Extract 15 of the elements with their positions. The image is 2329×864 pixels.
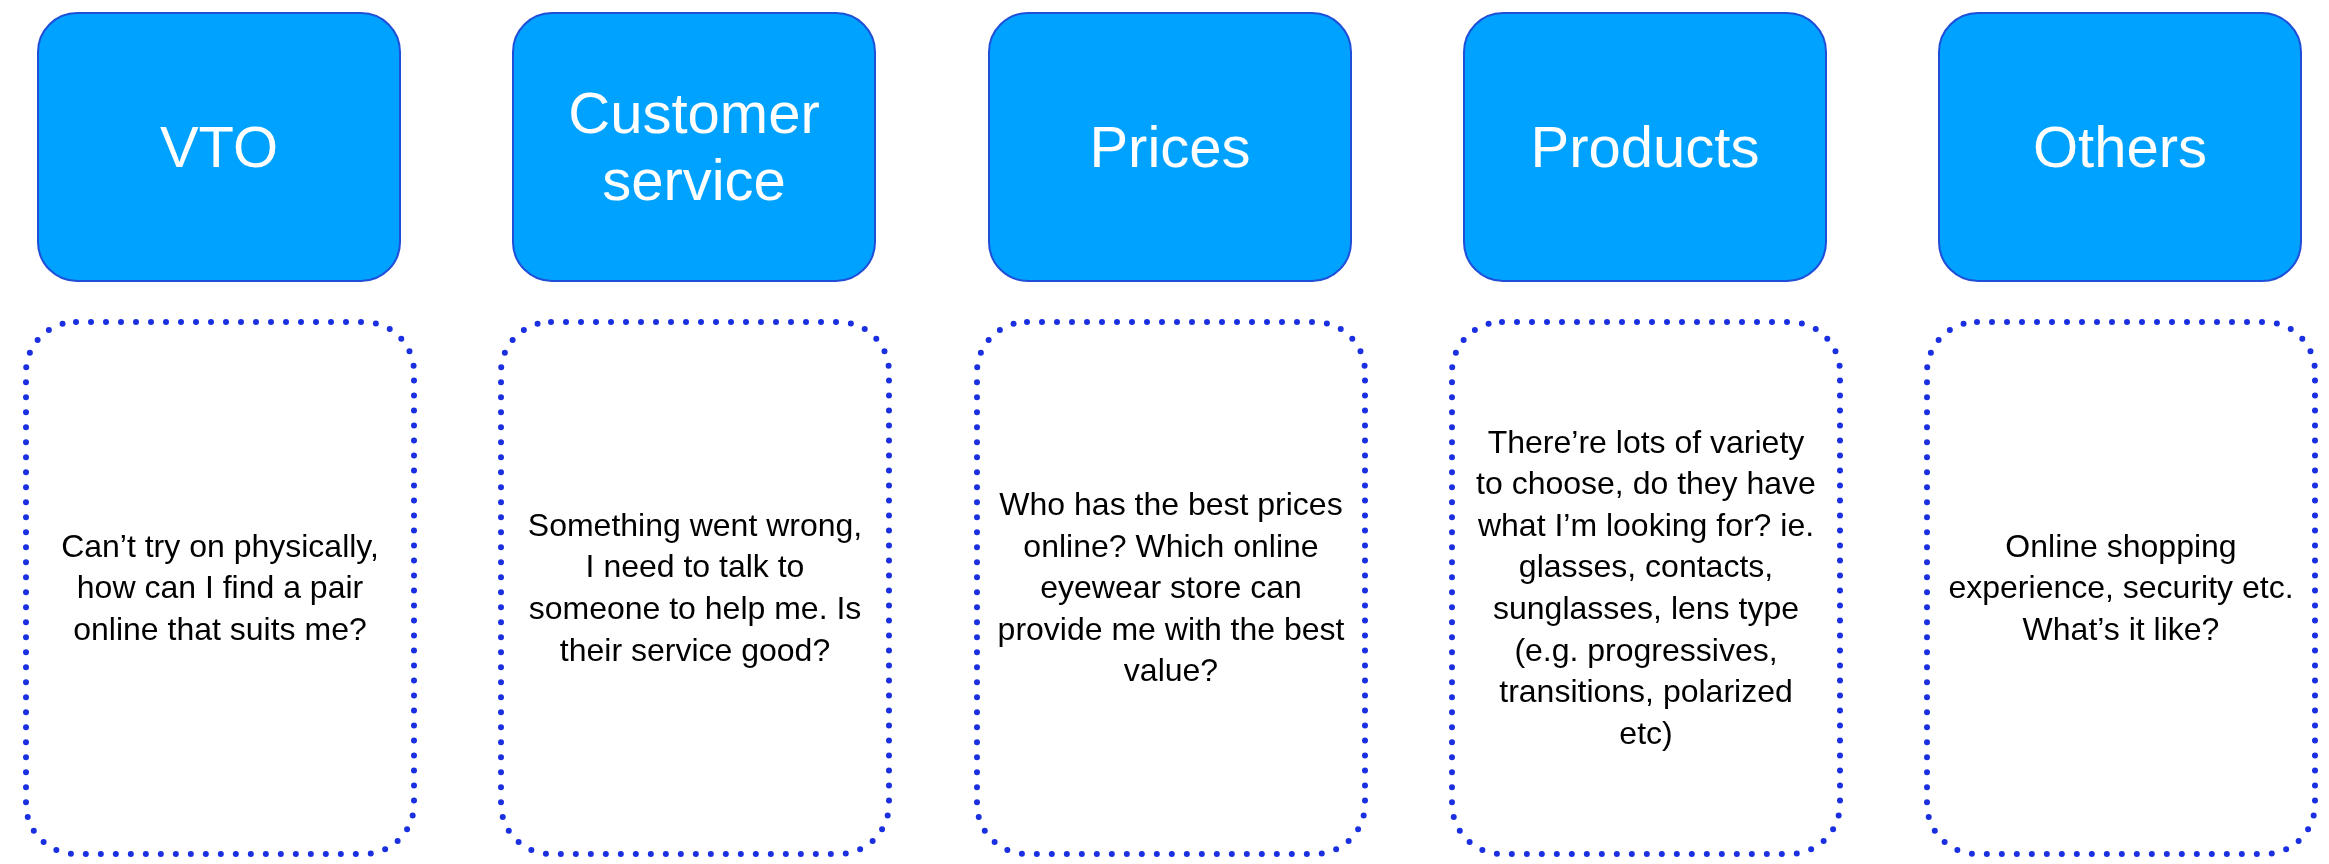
- category-box: Products: [1463, 12, 1827, 282]
- dotted-question-box: [1448, 318, 1844, 858]
- dotted-question-box: [973, 318, 1369, 858]
- question-text: Something went wrong, I need to talk to someone to help me. Is their service good?: [526, 505, 864, 670]
- question-text: Online shopping experience, security etc. What’s it like?: [1947, 526, 2295, 649]
- category-box: Others: [1938, 12, 2302, 282]
- category-box: Customer service: [512, 12, 876, 282]
- dotted-question-box: [1923, 318, 2319, 858]
- question-text: There’re lots of variety to choose, do they have what I’m looking for? ie. glasses, contacts, sunglasses, lens type (e.g. progressives, transitions, polarized etc): [1475, 422, 1817, 753]
- dotted-question-box: [22, 318, 418, 858]
- category-box: VTO: [37, 12, 401, 282]
- category-box: Prices: [988, 12, 1352, 282]
- question-text: Who has the best prices online? Which online eyewear store can provide me with the best value?: [997, 485, 1345, 691]
- dotted-question-box: [497, 318, 893, 858]
- question-text: Can’t try on physically, how can I find a pair online that suits me?: [60, 526, 380, 649]
